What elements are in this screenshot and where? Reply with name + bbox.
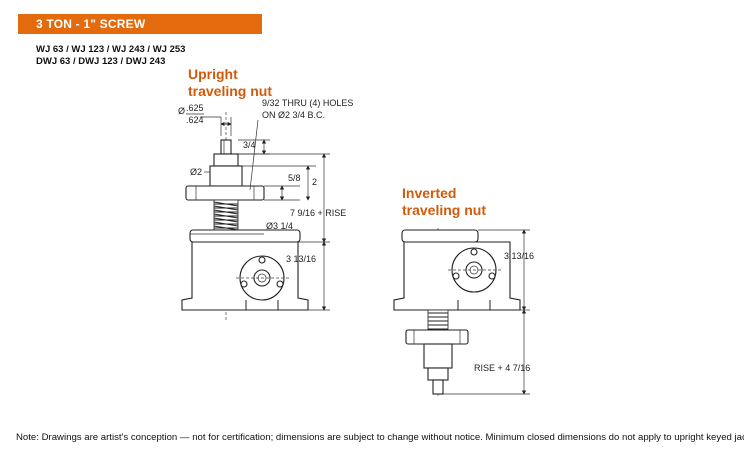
inverted-jack-drawing <box>393 228 521 398</box>
dim-holes-line-1: 9/32 THRU (4) HOLES <box>262 98 353 108</box>
model-list: WJ 63 / WJ 123 / WJ 243 / WJ 253 DWJ 63 … <box>36 44 185 68</box>
dim-5-8: 5/8 <box>288 173 301 183</box>
upright-housing-cap <box>189 229 301 243</box>
dim-3-13-16-inverted: 3 13/16 <box>504 251 534 261</box>
inverted-title-line-2: traveling nut <box>402 202 487 218</box>
dim-d3-1-4: Ø3 1/4 <box>266 221 293 231</box>
inverted-title: Inverted traveling nut <box>402 185 486 219</box>
dim-rise-inverted: RISE + 4 7/16 <box>474 363 530 373</box>
model-line-2: DWJ 63 / DWJ 123 / DWJ 243 <box>36 56 166 67</box>
dim-3-4: 3/4 <box>243 140 256 150</box>
model-line-1: WJ 63 / WJ 123 / WJ 243 / WJ 253 <box>36 44 186 55</box>
section-banner: 3 TON - 1" SCREW <box>18 14 262 34</box>
upright-nut-flange <box>185 185 265 201</box>
inverted-title-line-1: Inverted <box>402 185 457 201</box>
inverted-shaft-end <box>432 379 444 395</box>
dim-3-13-16-upright: 3 13/16 <box>286 254 316 264</box>
upright-title-line-2: traveling nut <box>188 83 273 99</box>
upright-title-line-1: Upright <box>188 66 238 82</box>
dim-holes-line-2: ON Ø2 3/4 B.C. <box>262 110 325 120</box>
dim-d2: Ø2 <box>190 167 202 177</box>
inverted-dimensions <box>443 229 530 395</box>
inverted-nut-body <box>423 343 453 369</box>
dim-shaft-phi: Ø <box>178 106 185 116</box>
upright-jack-drawing <box>181 112 309 322</box>
dim-shaft-bottom: .624 <box>186 115 204 125</box>
inverted-housing-cap <box>401 229 479 243</box>
dim-2: 2 <box>312 177 317 187</box>
footer-note: Note: Drawings are artist's conception —… <box>16 432 744 443</box>
inverted-nut-flange <box>405 329 469 345</box>
upright-title: Upright traveling nut <box>188 66 272 100</box>
inverted-nut-collar <box>427 367 449 381</box>
upright-dimensions <box>190 116 330 311</box>
upright-screw-threads <box>213 199 239 231</box>
upright-nut-body <box>209 165 243 187</box>
inverted-screw-threads <box>427 309 449 331</box>
upright-nut-collar <box>213 153 239 167</box>
dim-shaft-top: .625 <box>186 103 204 113</box>
dim-rise: 7 9/16 + RISE <box>290 208 346 218</box>
upright-shaft-end <box>220 139 232 155</box>
